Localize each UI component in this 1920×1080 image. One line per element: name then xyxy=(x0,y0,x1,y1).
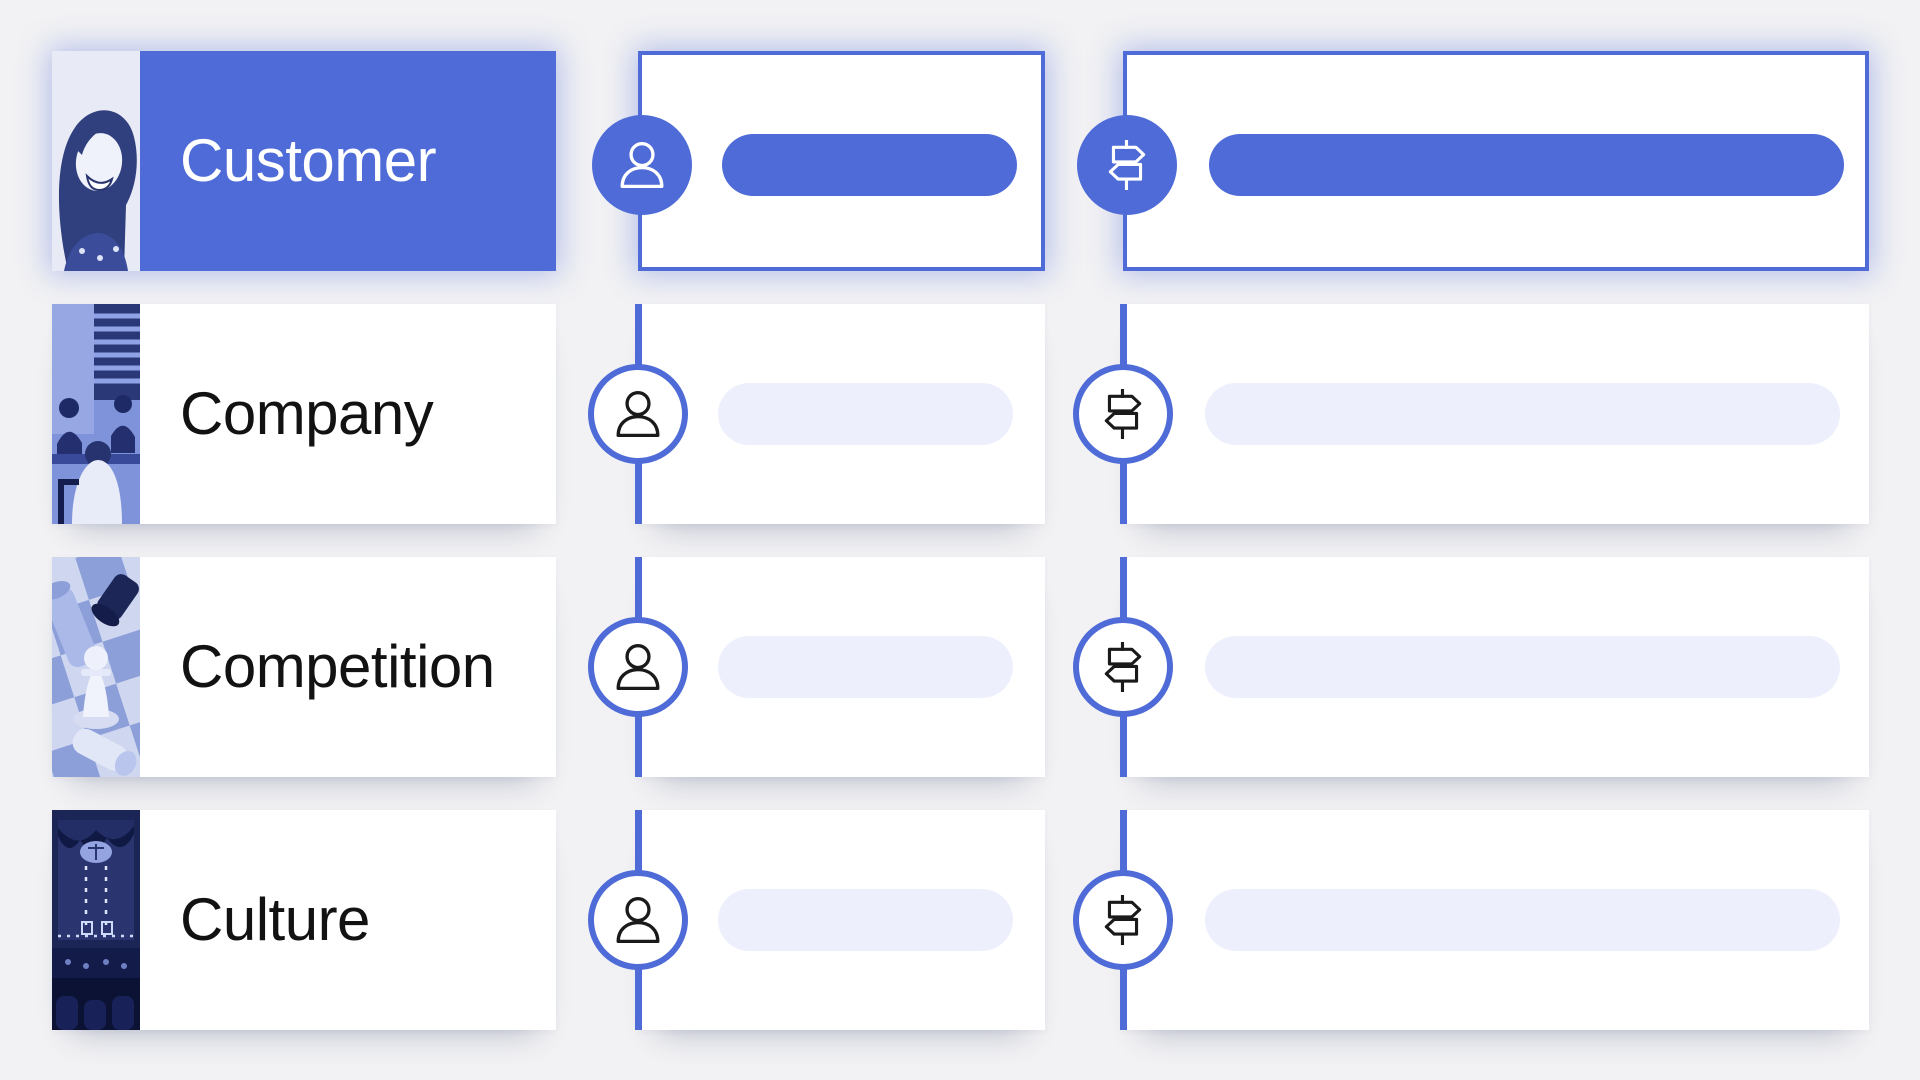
person-note-card-competition[interactable] xyxy=(588,557,1045,777)
person-icon xyxy=(588,364,688,464)
row-culture: Culture xyxy=(52,810,1869,1030)
category-card-competition[interactable]: Competition xyxy=(52,557,556,777)
person-icon xyxy=(588,617,688,717)
competition-image xyxy=(52,557,140,777)
person-note-card-company[interactable] xyxy=(588,304,1045,524)
direction-note-card-company[interactable] xyxy=(1073,304,1869,524)
person-note-card-customer[interactable] xyxy=(592,51,1045,271)
direction-note-card-customer[interactable] xyxy=(1077,51,1869,271)
signpost-icon xyxy=(1073,870,1173,970)
person-icon xyxy=(592,115,692,215)
category-card-customer[interactable]: Customer xyxy=(52,51,556,271)
category-label: Competition xyxy=(180,633,495,700)
placeholder-bar xyxy=(1205,889,1840,951)
placeholder-bar xyxy=(1209,134,1844,196)
customer-image xyxy=(52,51,140,271)
placeholder-bar xyxy=(718,383,1013,445)
signpost-icon xyxy=(1073,364,1173,464)
row-competition: Competition xyxy=(52,557,1869,777)
placeholder-bar xyxy=(718,889,1013,951)
placeholder-bar xyxy=(1205,636,1840,698)
category-card-company[interactable]: Company xyxy=(52,304,556,524)
placeholder-bar xyxy=(718,636,1013,698)
category-card-culture[interactable]: Culture xyxy=(52,810,556,1030)
direction-note-card-competition[interactable] xyxy=(1073,557,1869,777)
signpost-icon xyxy=(1073,617,1173,717)
direction-note-card-culture[interactable] xyxy=(1073,810,1869,1030)
person-icon xyxy=(588,870,688,970)
category-label: Company xyxy=(180,380,434,447)
category-label: Customer xyxy=(180,127,437,194)
person-note-card-culture[interactable] xyxy=(588,810,1045,1030)
company-image xyxy=(52,304,140,524)
culture-image xyxy=(52,810,140,1030)
row-company: Company xyxy=(52,304,1869,524)
placeholder-bar xyxy=(722,134,1017,196)
row-customer: Customer xyxy=(52,51,1869,271)
placeholder-bar xyxy=(1205,383,1840,445)
category-label: Culture xyxy=(180,886,370,953)
signpost-icon xyxy=(1077,115,1177,215)
